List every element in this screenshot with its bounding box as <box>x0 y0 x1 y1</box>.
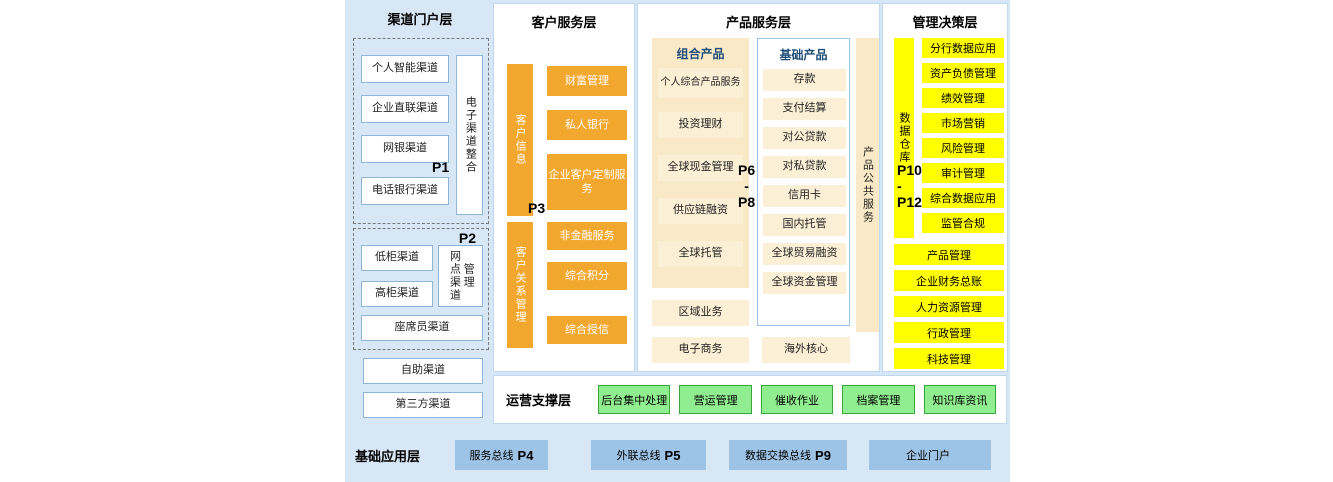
p6-p8-label: P6 - P8 <box>738 162 755 210</box>
p10-label: P10 <box>897 162 922 178</box>
customer-box: 综合授信 <box>547 316 627 344</box>
bus-label: 外联总线 <box>616 450 661 462</box>
basic-product-panel: 基础产品 存款 支付结算 对公贷款 对私贷款 信用卡 国内托管 全球贸易融资 全… <box>757 38 850 326</box>
foundation-layer-title: 基础应用层 <box>355 449 421 464</box>
bus-label: 服务总线 <box>469 450 514 462</box>
operations-box: 知识库资讯 <box>923 385 997 414</box>
product-box: 全球托管 <box>658 241 743 267</box>
operations-box: 营运管理 <box>679 385 752 414</box>
p9-label: P9 <box>815 447 831 463</box>
customer-layer-title: 客户服务层 <box>531 15 597 30</box>
customer-box: 企业客户定制服务 <box>547 154 627 210</box>
management-box: 产品管理 <box>894 244 1004 265</box>
bus-label: 企业门户 <box>906 450 950 462</box>
product-box: 全球资金管理 <box>763 272 846 294</box>
channel-box: 自助渠道 <box>363 358 483 384</box>
data-warehouse-bar: 数据仓库 <box>894 38 914 238</box>
management-box: 行政管理 <box>894 322 1004 343</box>
product-box: 海外核心 <box>762 337 850 363</box>
data-exchange-bus-box: 数据交换总线 P9 <box>729 440 847 470</box>
channel-box: 高柜渠道 <box>361 281 433 307</box>
enterprise-portal-box: 企业门户 <box>869 440 991 470</box>
product-box: 存款 <box>763 69 846 91</box>
channel-layer-title: 渠道门户层 <box>387 12 453 27</box>
management-box: 综合数据应用 <box>922 188 1004 208</box>
diagram-canvas: 渠道门户层 个人智能渠道 企业直联渠道 网银渠道 电话银行渠道 电子渠道整合 P… <box>345 0 1010 482</box>
management-layer-title: 管理决策层 <box>912 15 978 30</box>
management-box: 监管合规 <box>922 213 1004 233</box>
operations-layer-title: 运营支撑层 <box>506 393 572 408</box>
customer-box: 非金融服务 <box>547 222 627 250</box>
service-bus-box: 服务总线 P4 <box>455 440 548 470</box>
management-layer: 管理决策层 数据仓库 分行数据应用 资产负债管理 绩效管理 市场营销 风险管理 … <box>882 3 1008 372</box>
operations-box-row: 后台集中处理 营运管理 催收作业 档案管理 知识库资讯 <box>598 385 997 414</box>
customer-box: 财富管理 <box>547 66 627 96</box>
combo-product-panel: 组合产品 个人综合产品服务 投资理财 全球现金管理 供应链融资 全球托管 <box>652 38 749 288</box>
management-box: 人力资源管理 <box>894 296 1004 317</box>
operations-layer: 运营支撑层 后台集中处理 营运管理 催收作业 档案管理 知识库资讯 <box>493 375 1007 424</box>
product-box: 全球贸易融资 <box>763 243 846 265</box>
management-box: 分行数据应用 <box>922 38 1004 58</box>
p-range-separator: - <box>744 178 749 194</box>
customer-info-bar: 客户信息 <box>507 64 533 216</box>
product-box: 全球现金管理 <box>658 155 743 181</box>
product-public-service-bar: 产品公共服务 <box>856 38 879 332</box>
product-box: 区域业务 <box>652 300 749 326</box>
product-box: 对公贷款 <box>763 127 846 149</box>
channel-group-electronic: 个人智能渠道 企业直联渠道 网银渠道 电话银行渠道 电子渠道整合 P1 <box>353 38 489 224</box>
basic-product-title: 基础产品 <box>779 48 828 62</box>
product-box: 信用卡 <box>763 185 846 207</box>
p8-label: P8 <box>738 194 756 210</box>
channel-box: 座席员渠道 <box>361 315 483 341</box>
customer-box: 私人银行 <box>547 110 627 140</box>
management-box: 企业财务总账 <box>894 270 1004 291</box>
combo-product-title: 组合产品 <box>676 47 725 61</box>
customer-box: 综合积分 <box>547 262 627 290</box>
p-range-separator: - <box>897 178 902 194</box>
p6-label: P6 <box>738 162 756 178</box>
management-box: 审计管理 <box>922 163 1004 183</box>
channel-group-branch: P2 低柜渠道 高柜渠道 网点渠道管理 座席员渠道 <box>353 228 489 350</box>
channel-box: 低柜渠道 <box>361 245 433 271</box>
operations-box: 档案管理 <box>842 385 915 414</box>
p10-p12-label: P10 - P12 <box>897 162 922 210</box>
management-box: 市场营销 <box>922 113 1004 133</box>
management-box: 资产负债管理 <box>922 63 1004 83</box>
operations-box: 催收作业 <box>760 385 834 414</box>
product-box: 支付结算 <box>763 98 846 120</box>
p12-label: P12 <box>897 194 922 210</box>
p2-label: P2 <box>458 230 476 246</box>
channel-box: 第三方渠道 <box>363 392 483 418</box>
product-layer-title: 产品服务层 <box>725 15 791 30</box>
channel-box: 网银渠道 <box>361 135 449 163</box>
channel-box: 个人智能渠道 <box>361 55 449 83</box>
management-box: 风险管理 <box>922 138 1004 158</box>
customer-layer: 客户服务层 客户信息 财富管理 私人银行 企业客户定制服务 P3 客户关系管理 … <box>493 3 635 372</box>
channel-box: 电话银行渠道 <box>361 177 449 205</box>
channel-side-bar: 网点渠道管理 <box>438 245 483 307</box>
p1-label: P1 <box>432 159 450 175</box>
management-box: 科技管理 <box>894 348 1004 369</box>
product-box: 个人综合产品服务 <box>658 68 743 98</box>
external-bus-box: 外联总线 P5 <box>591 440 706 470</box>
product-box: 电子商务 <box>652 337 749 363</box>
product-box: 投资理财 <box>658 112 743 138</box>
p3-label: P3 <box>528 200 546 216</box>
operations-box: 后台集中处理 <box>598 385 671 414</box>
customer-crm-bar: 客户关系管理 <box>507 222 533 348</box>
product-layer: 产品服务层 组合产品 个人综合产品服务 投资理财 全球现金管理 供应链融资 全球… <box>637 3 880 372</box>
product-box: 供应链融资 <box>658 198 743 224</box>
channel-box: 企业直联渠道 <box>361 95 449 123</box>
p4-label: P4 <box>517 447 534 463</box>
p5-label: P5 <box>664 447 681 463</box>
bus-label: 数据交换总线 <box>745 450 812 462</box>
product-box: 国内托管 <box>763 214 846 236</box>
channel-side-bar: 电子渠道整合 <box>456 55 483 215</box>
product-box: 对私贷款 <box>763 156 846 178</box>
management-box: 绩效管理 <box>922 88 1004 108</box>
